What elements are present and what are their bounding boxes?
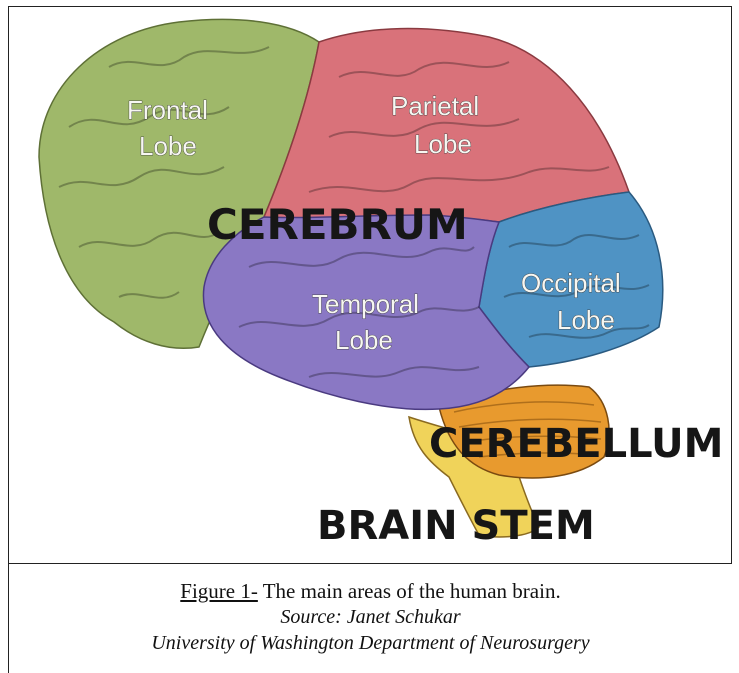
figure-caption: Figure 1- The main areas of the human br… xyxy=(8,564,732,673)
temporal-lobe-label-1: Temporal xyxy=(312,289,419,319)
caption-text: The main areas of the human brain. xyxy=(258,579,561,603)
caption-figure-number: Figure 1- xyxy=(180,579,258,603)
caption-source: Source: Janet Schukar xyxy=(9,604,732,630)
caption-title: Figure 1- The main areas of the human br… xyxy=(9,578,732,604)
temporal-lobe-label-2: Lobe xyxy=(335,325,393,355)
figure-frame: Frontal Lobe Parietal Lobe Temporal Lobe… xyxy=(8,6,732,564)
frontal-lobe-label-2: Lobe xyxy=(139,131,197,161)
brain-diagram: Frontal Lobe Parietal Lobe Temporal Lobe… xyxy=(9,7,732,564)
caption-institution: University of Washington Department of N… xyxy=(9,630,732,656)
parietal-lobe-label-2: Lobe xyxy=(414,129,472,159)
cerebellum-label: CEREBELLUM xyxy=(429,421,723,467)
occipital-lobe-label-2: Lobe xyxy=(557,305,615,335)
parietal-lobe-region xyxy=(264,29,629,227)
occipital-lobe-label-1: Occipital xyxy=(521,268,621,298)
brain-stem-label: BRAIN STEM xyxy=(317,503,595,549)
cerebrum-label: CEREBRUM xyxy=(207,200,468,249)
parietal-lobe-label-1: Parietal xyxy=(391,91,479,121)
frontal-lobe-label-1: Frontal xyxy=(127,95,208,125)
